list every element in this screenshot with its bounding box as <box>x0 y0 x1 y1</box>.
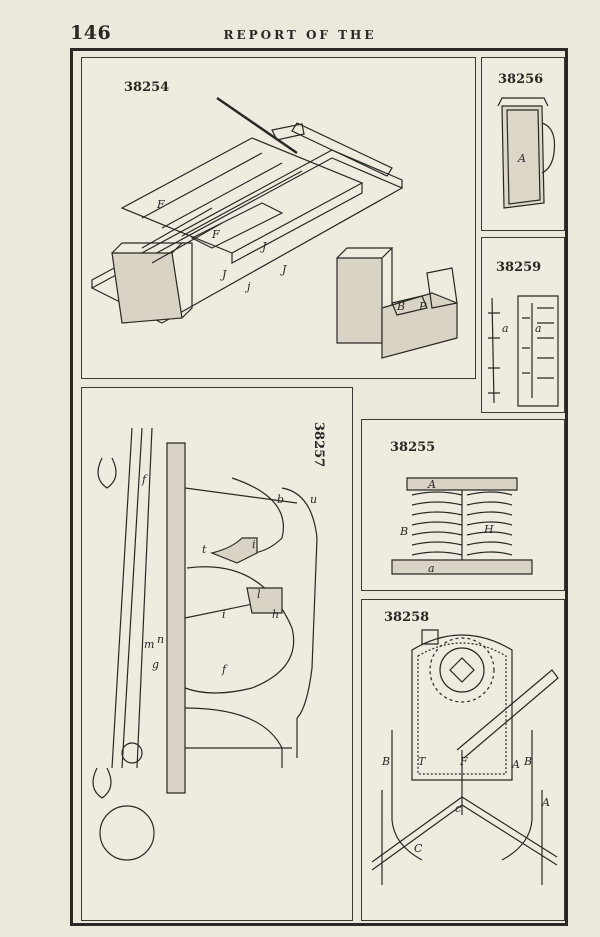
figure-38258: 38258 B T F A B A C c <box>361 599 565 921</box>
label-F: F <box>211 228 220 241</box>
label-n: n <box>157 633 164 646</box>
label-c: c <box>455 802 461 815</box>
illustration-38257: u b f i t m n g l h i f <box>82 388 354 922</box>
running-head: REPORT OF THE <box>223 28 377 42</box>
label-F: F <box>459 755 468 768</box>
label-l: l <box>257 588 261 601</box>
label-a: a <box>428 562 435 575</box>
page-number: 146 <box>70 22 112 44</box>
label-a: a <box>535 322 542 335</box>
label-P: P <box>418 300 427 313</box>
label-j: j <box>244 280 251 293</box>
figure-38257: 38257 u b f i t m n g l h <box>81 387 353 921</box>
figure-number: 38256 <box>498 72 544 87</box>
label-J: J <box>280 263 287 276</box>
label-b: b <box>277 493 284 506</box>
illustration-38254: F F J J J j B P <box>82 58 477 380</box>
label-f: f <box>221 663 228 676</box>
figure-38259: 38259 a a <box>481 237 565 413</box>
figure-number: 38255 <box>390 440 436 455</box>
label-A: A <box>541 796 550 809</box>
figure-number: 38258 <box>384 610 430 625</box>
label-m: m <box>144 638 154 651</box>
figure-38256: 38256 A <box>481 57 565 231</box>
label-A: A <box>511 758 520 771</box>
label-C: C <box>414 842 423 855</box>
label-i: i <box>222 608 226 621</box>
figure-number: 38254 <box>124 80 170 95</box>
label-h: h <box>272 608 279 621</box>
illustration-38255: A B H a <box>362 420 566 575</box>
label-A: A <box>517 152 526 165</box>
label-B: B <box>523 755 532 768</box>
illustration-38256: A <box>482 58 566 232</box>
label-B: B <box>381 755 390 768</box>
label-g: g <box>152 658 159 671</box>
patent-plate: 38254 F F J J J j <box>70 48 568 926</box>
illustration-38258: B T F A B A C c <box>362 600 566 922</box>
label-A: A <box>427 478 436 491</box>
label-F: F <box>156 198 165 211</box>
label-u: u <box>310 493 317 506</box>
label-J: J <box>260 240 267 253</box>
figure-number: 38259 <box>496 260 542 275</box>
label-f: f <box>141 473 148 486</box>
label-t: t <box>202 543 207 556</box>
label-B: B <box>399 525 408 538</box>
illustration-38259: a a <box>482 238 566 414</box>
figure-38255: 38255 A B H a <box>361 419 565 591</box>
label-B: B <box>396 300 405 313</box>
label-a: a <box>502 322 509 335</box>
label-T: T <box>418 755 427 768</box>
label-H: H <box>483 523 494 536</box>
label-i: i <box>252 538 256 551</box>
figure-38254: 38254 F F J J J j <box>81 57 476 379</box>
label-J: J <box>220 268 227 281</box>
